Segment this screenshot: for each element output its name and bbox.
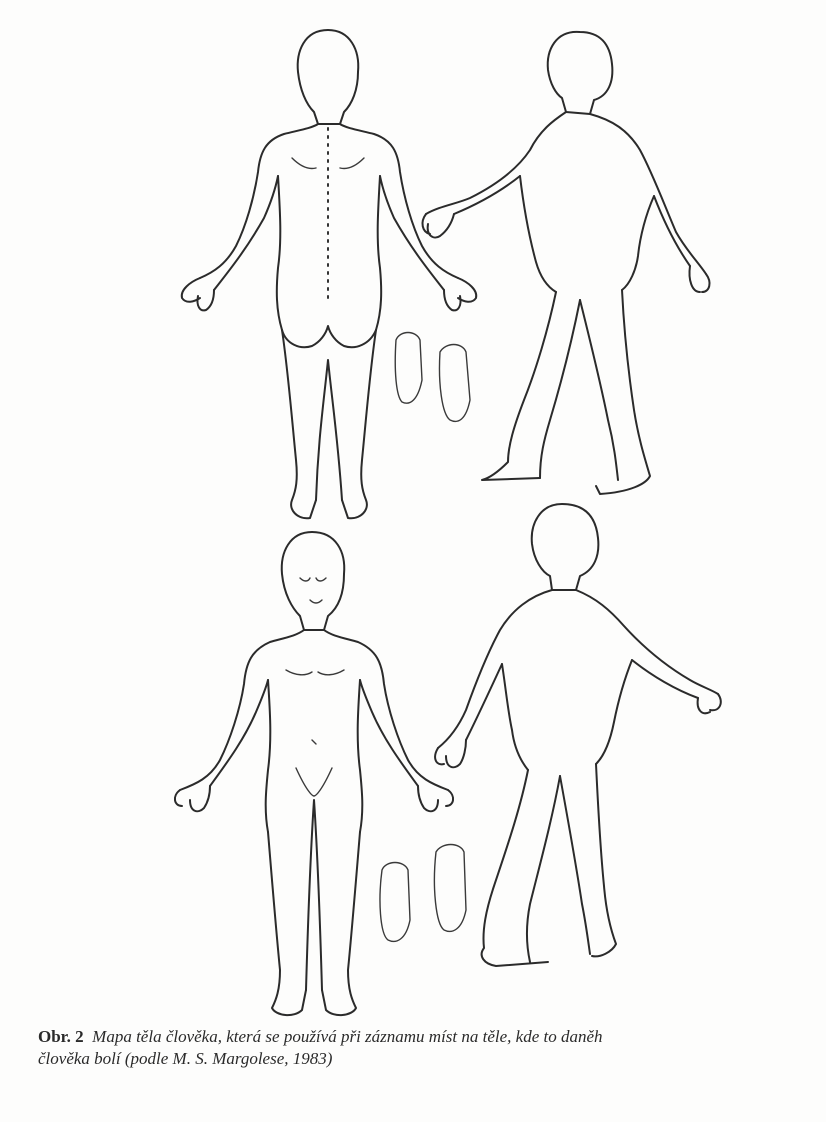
figure-side-view-right (380, 504, 721, 966)
caption-text-line-1: Mapa těla člověka, která se používá při … (92, 1027, 602, 1046)
body-map-drawing (0, 0, 826, 1020)
caption-text-line-2: člověka bolí (podle M. S. Margolese, 198… (38, 1048, 826, 1070)
figure-front-view (175, 532, 453, 1015)
figure-caption: Obr. 2 Mapa těla člověka, která se použí… (38, 1026, 826, 1070)
figure-back-view (182, 30, 477, 518)
body-map-figure (0, 0, 826, 1020)
figure-side-view-left (395, 32, 709, 494)
caption-label: Obr. 2 (38, 1027, 84, 1046)
caption-line-1: Obr. 2 Mapa těla člověka, která se použí… (38, 1026, 826, 1048)
